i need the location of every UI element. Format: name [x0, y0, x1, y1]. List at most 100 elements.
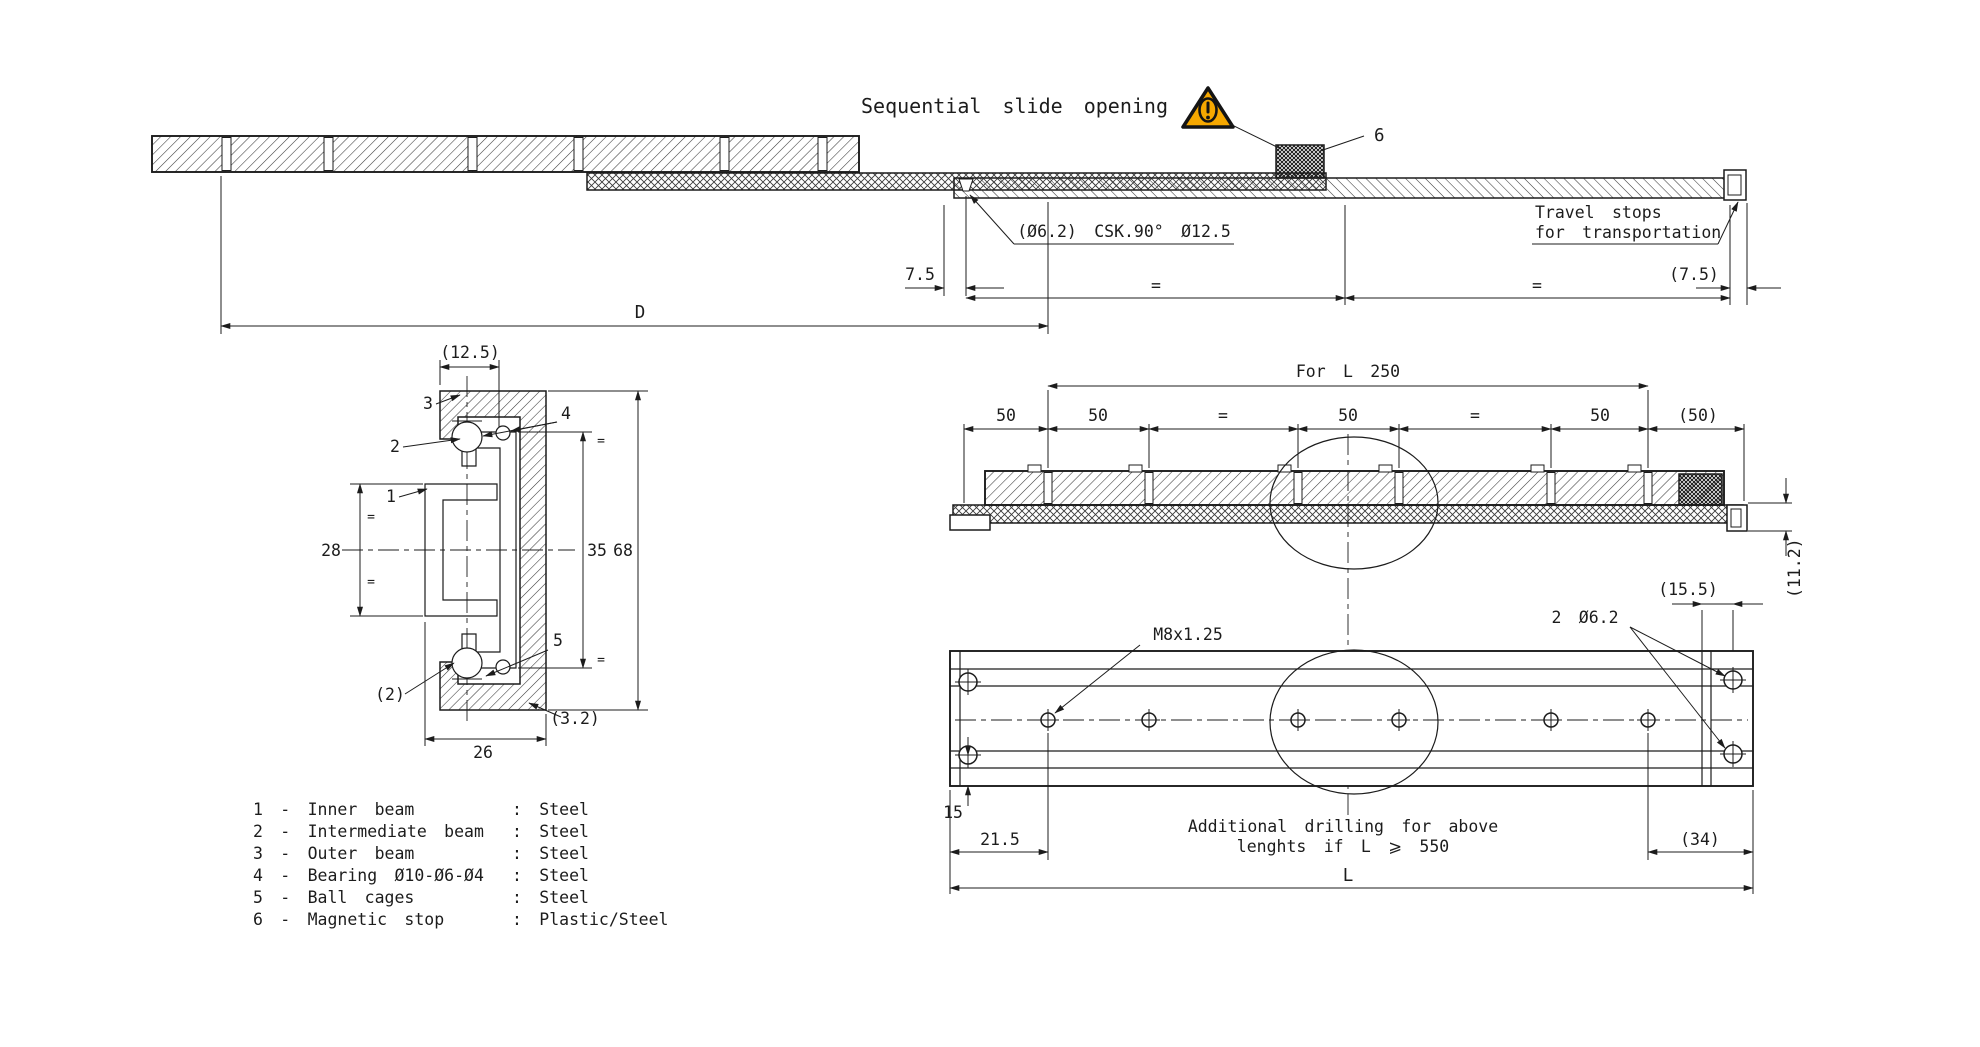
svg-text:2: 2 [390, 437, 400, 456]
closed-outer-beam [984, 470, 1725, 506]
svg-text:28: 28 [321, 541, 341, 560]
sequential-title: Sequential slide opening [861, 94, 1168, 118]
legend-item-label: 6 - Magnetic stop [253, 910, 444, 929]
end-hole-6-2 [1720, 741, 1746, 767]
csk-leader [969, 194, 1015, 245]
svg-text:35: 35 [587, 541, 607, 560]
svg-text:(50): (50) [1678, 406, 1718, 425]
bearing-ball-top-small [495, 425, 511, 441]
holes-leader [1629, 626, 1726, 749]
corner-screw [955, 669, 981, 695]
closed-slide-view: For L 250 50 50 = 50 = 50 (50) [949, 362, 1804, 818]
svg-text:=: = [597, 653, 605, 668]
svg-text:=: = [1218, 406, 1228, 425]
extended-slide-view: Sequential slide opening 6 Travel stops … [151, 86, 1781, 334]
travel-stops-line1: Travel stops [1535, 203, 1662, 222]
svg-text:3: 3 [423, 394, 433, 413]
svg-text:50: 50 [996, 406, 1016, 425]
svg-text:For L 250: For L 250 [1296, 362, 1400, 381]
svg-text:D: D [635, 303, 646, 323]
legend-item-value: : Plastic/Steel [512, 910, 668, 929]
legend-item-value: : Steel [512, 822, 589, 841]
svg-text:1: 1 [386, 487, 396, 506]
svg-text:15: 15 [943, 803, 963, 822]
dim-34: (34) [1647, 733, 1754, 860]
svg-text:7.5: 7.5 [905, 265, 935, 284]
legend-item-label: 5 - Ball cages [253, 888, 414, 907]
dim-7-5: 7.5 [905, 196, 1004, 296]
holes-leader [1629, 626, 1726, 677]
plan-outline [949, 650, 1754, 787]
dim-for-l-250: For L 250 [1047, 362, 1649, 468]
svg-text:4: 4 [561, 404, 571, 423]
legend-item-value: : Steel [512, 844, 589, 863]
dim-d: D [220, 176, 1049, 334]
callout-6-leader [1319, 135, 1365, 152]
holes-label: 2 Ø6.2 [1551, 608, 1618, 627]
callout-6-label: 6 [1374, 126, 1385, 146]
svg-text:(12.5): (12.5) [440, 343, 500, 362]
plan-view: M8x1.25 2 Ø6.2 15 21.5 (34) [943, 608, 1754, 894]
legend-item-label: 2 - Intermediate beam [253, 822, 484, 841]
section-inner-beam [424, 483, 498, 617]
svg-text:50: 50 [1338, 406, 1358, 425]
svg-text:21.5: 21.5 [980, 830, 1020, 849]
svg-text:(15.5): (15.5) [1658, 580, 1718, 599]
dim-3-2: (3.2) [528, 702, 600, 728]
legend-item-label: 4 - Bearing Ø10-Ø6-Ø4 [253, 866, 484, 885]
dim-12-5: (12.5) [439, 343, 500, 427]
legend-item-value: : Steel [512, 800, 589, 819]
closed-left-end-cap [949, 514, 991, 531]
dim-50-row: 50 50 = 50 = 50 (50) [963, 406, 1745, 503]
outer-beam-dividers [221, 137, 828, 171]
cross-section-view: 3 2 1 4 5 (12.5) 28 = = [321, 343, 648, 762]
sequential-warning-icon [1181, 86, 1235, 129]
svg-text:=: = [1151, 276, 1161, 295]
bearing-ball-bottom [451, 647, 483, 679]
drilling-note-line1: Additional drilling for above [1188, 817, 1498, 836]
svg-text:(3.2): (3.2) [550, 709, 600, 728]
legend-item-value: : Steel [512, 888, 589, 907]
travel-stops-line2: for transportation [1535, 223, 1721, 242]
section-outer-beam [439, 390, 547, 711]
closed-beam-tabs [1027, 464, 1642, 473]
plan-rail-lines [950, 651, 1753, 786]
detail-ellipse-plan [1269, 649, 1439, 795]
travel-stop-bracket [1723, 169, 1747, 201]
parts-legend: 1 - Inner beam : Steel 2 - Intermediate … [253, 800, 668, 929]
dim-21-5: 21.5 [949, 733, 1049, 860]
dim-l: L [949, 860, 1754, 894]
svg-text:50: 50 [1088, 406, 1108, 425]
svg-text:5: 5 [553, 631, 563, 650]
mounting-holes [1037, 709, 1659, 731]
thread-label: M8x1.25 [1153, 625, 1223, 644]
legend-item-label: 3 - Outer beam [253, 844, 414, 863]
bearing-ball-top [451, 421, 483, 453]
svg-text:68: 68 [613, 541, 633, 560]
closed-beam-dividers [1043, 472, 1653, 504]
dim-equal-row: = = [965, 205, 1731, 305]
svg-text:(7.5): (7.5) [1669, 265, 1719, 284]
svg-text:=: = [367, 575, 375, 590]
dim-28: 28 = = [321, 483, 423, 617]
detail-ellipse-side [1269, 436, 1439, 570]
end-hole-6-2 [1720, 667, 1746, 693]
svg-text:50: 50 [1590, 406, 1610, 425]
travel-stops-leader [1717, 201, 1739, 245]
dim-7-5-paren: (7.5) [1669, 203, 1781, 305]
drilling-note-line2: lenghts if L ⩾ 550 [1237, 837, 1449, 856]
svg-text:=: = [367, 510, 375, 525]
svg-text:L: L [1343, 866, 1354, 886]
svg-text:(2): (2) [375, 685, 405, 704]
legend-item-label: 1 - Inner beam [253, 800, 414, 819]
warning-oval [1198, 97, 1218, 123]
svg-text:=: = [1470, 406, 1480, 425]
magnetic-stop [1275, 144, 1325, 179]
legend-item-value: : Steel [512, 866, 589, 885]
svg-text:26: 26 [473, 743, 493, 762]
inner-beam [953, 177, 1745, 199]
outer-beam [151, 135, 860, 173]
svg-text:=: = [597, 434, 605, 449]
